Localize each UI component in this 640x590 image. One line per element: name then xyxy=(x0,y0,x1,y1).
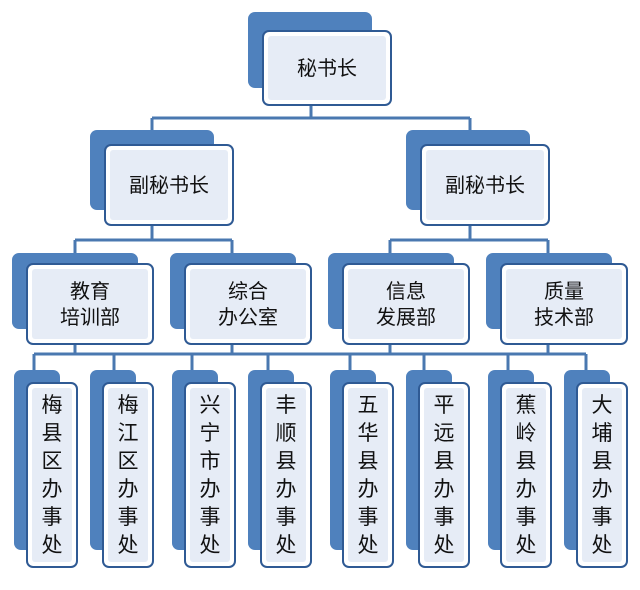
node-box: 秘书长 xyxy=(262,30,392,106)
node-office-xingning[interactable]: 兴 宁 市 办 事 处 xyxy=(172,370,236,568)
node-label: 教育 培训部 xyxy=(60,279,120,329)
connector-departments-offices xyxy=(32,343,588,370)
node-box: 大 埔 县 办 事 处 xyxy=(576,382,628,568)
node-deputy-secretary-2[interactable]: 副秘书长 xyxy=(406,130,550,226)
node-label: 信息 发展部 xyxy=(376,279,436,329)
node-office-meijiang[interactable]: 梅 江 区 办 事 处 xyxy=(90,370,154,568)
node-office-jiaoling[interactable]: 蕉 岭 县 办 事 处 xyxy=(488,370,552,568)
node-box: 兴 宁 市 办 事 处 xyxy=(184,382,236,568)
node-box: 平 远 县 办 事 处 xyxy=(418,382,470,568)
node-office-fengshun[interactable]: 丰 顺 县 办 事 处 xyxy=(248,370,312,568)
node-office-wuhua[interactable]: 五 华 县 办 事 处 xyxy=(330,370,394,568)
node-label: 梅 江 区 办 事 处 xyxy=(117,393,139,557)
node-box: 梅 江 区 办 事 处 xyxy=(102,382,154,568)
node-inner: 质量 技术部 xyxy=(506,269,622,339)
node-inner: 梅 江 区 办 事 处 xyxy=(108,388,148,562)
node-box: 梅 县 区 办 事 处 xyxy=(26,382,78,568)
node-label: 综合 办公室 xyxy=(218,279,278,329)
node-label: 秘书长 xyxy=(297,56,357,80)
node-deputy-secretary-1[interactable]: 副秘书长 xyxy=(90,130,234,226)
node-inner: 兴 宁 市 办 事 处 xyxy=(190,388,230,562)
node-box: 副秘书长 xyxy=(420,144,550,226)
node-label: 质量 技术部 xyxy=(534,279,594,329)
node-box: 质量 技术部 xyxy=(500,263,628,345)
node-office-meixian[interactable]: 梅 县 区 办 事 处 xyxy=(14,370,78,568)
connector-deputy2-departments xyxy=(388,222,550,253)
connector-deputy1-departments xyxy=(73,222,234,253)
node-box: 五 华 县 办 事 处 xyxy=(342,382,394,568)
node-dept-information-development[interactable]: 信息 发展部 xyxy=(328,253,470,345)
node-office-pingyuan[interactable]: 平 远 县 办 事 处 xyxy=(406,370,470,568)
node-box: 丰 顺 县 办 事 处 xyxy=(260,382,312,568)
node-box: 综合 办公室 xyxy=(184,263,312,345)
node-dept-education-training[interactable]: 教育 培训部 xyxy=(12,253,154,345)
node-inner: 丰 顺 县 办 事 处 xyxy=(266,388,306,562)
node-inner: 信息 发展部 xyxy=(348,269,464,339)
node-label: 蕉 岭 县 办 事 处 xyxy=(515,393,537,557)
node-dept-general-office[interactable]: 综合 办公室 xyxy=(170,253,312,345)
node-label: 平 远 县 办 事 处 xyxy=(433,393,455,557)
node-dept-quality-technology[interactable]: 质量 技术部 xyxy=(486,253,628,345)
node-label: 丰 顺 县 办 事 处 xyxy=(275,393,297,557)
node-label: 副秘书长 xyxy=(129,173,209,197)
node-inner: 副秘书长 xyxy=(426,150,544,220)
connector-root-deputies xyxy=(150,105,472,130)
node-label: 副秘书长 xyxy=(445,173,525,197)
node-inner: 五 华 县 办 事 处 xyxy=(348,388,388,562)
node-inner: 梅 县 区 办 事 处 xyxy=(32,388,72,562)
node-label: 兴 宁 市 办 事 处 xyxy=(199,393,221,557)
node-secretary-general[interactable]: 秘书长 xyxy=(248,12,392,106)
node-box: 蕉 岭 县 办 事 处 xyxy=(500,382,552,568)
node-office-dabu[interactable]: 大 埔 县 办 事 处 xyxy=(564,370,628,568)
node-inner: 平 远 县 办 事 处 xyxy=(424,388,464,562)
node-inner: 副秘书长 xyxy=(110,150,228,220)
node-label: 梅 县 区 办 事 处 xyxy=(41,393,63,557)
node-box: 信息 发展部 xyxy=(342,263,470,345)
node-label: 大 埔 县 办 事 处 xyxy=(591,393,613,557)
node-inner: 大 埔 县 办 事 处 xyxy=(582,388,622,562)
node-inner: 综合 办公室 xyxy=(190,269,306,339)
node-inner: 秘书长 xyxy=(268,36,386,100)
node-inner: 蕉 岭 县 办 事 处 xyxy=(506,388,546,562)
node-inner: 教育 培训部 xyxy=(32,269,148,339)
node-label: 五 华 县 办 事 处 xyxy=(357,393,379,557)
node-box: 副秘书长 xyxy=(104,144,234,226)
node-box: 教育 培训部 xyxy=(26,263,154,345)
